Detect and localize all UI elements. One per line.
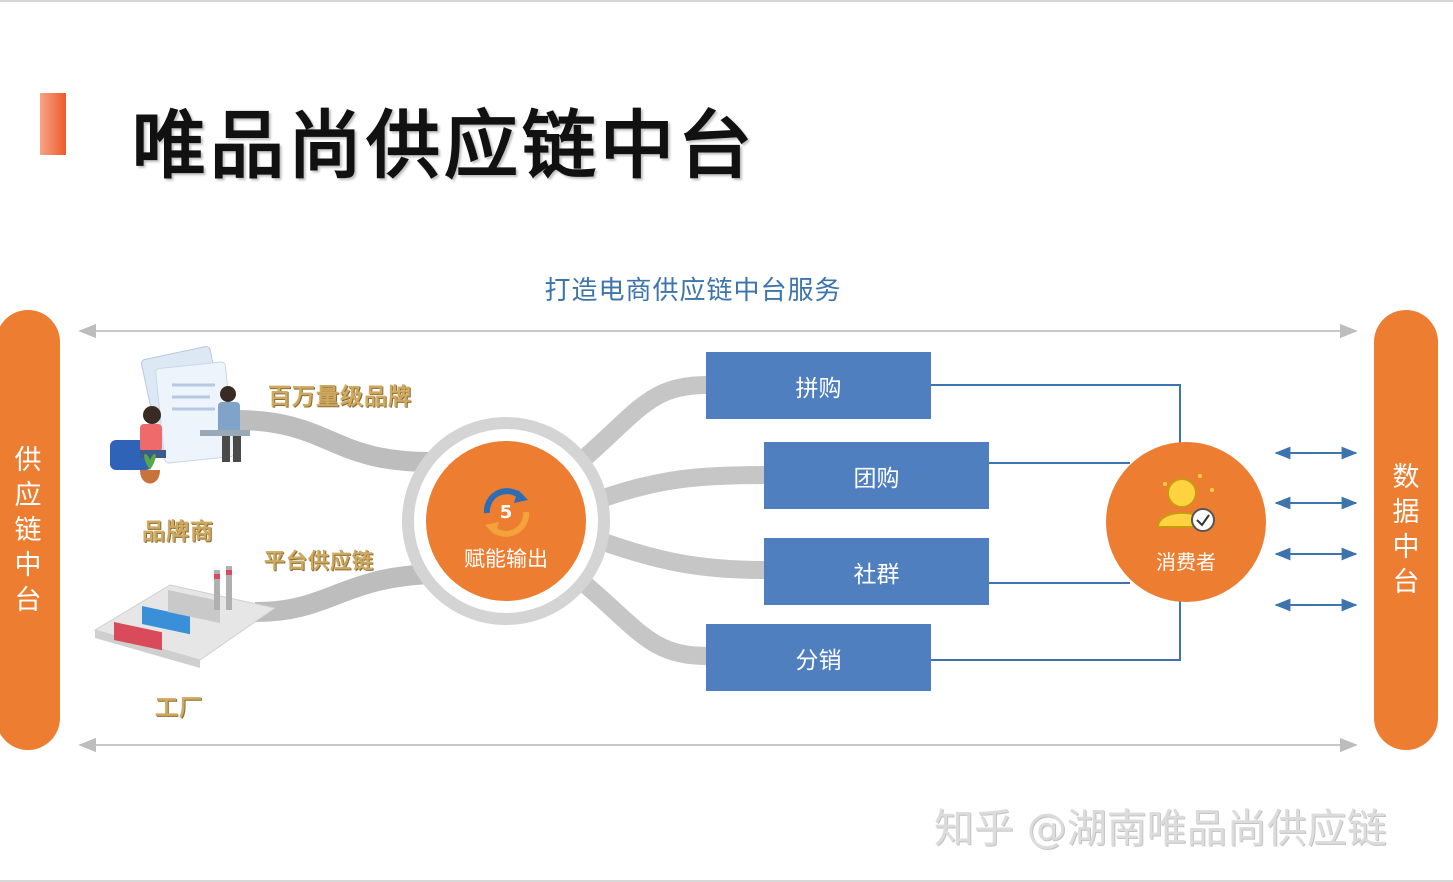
page-title: 唯品尚供应链中台 [132, 103, 756, 189]
refresh-arrows-icon: 5 [483, 488, 530, 537]
ribbon-to-fenxiao [574, 573, 709, 665]
right-pillar-label: 数据中台 [1392, 462, 1420, 598]
line-fenxiao-consumer [930, 590, 1181, 661]
factory-ribbon [254, 564, 431, 622]
ribbon-to-shequn [594, 531, 767, 579]
channel-label: 社群 [853, 561, 900, 588]
channel-box-shequn: 社群 [764, 538, 989, 605]
bottom-border [0, 880, 1453, 882]
watermark: 知乎 @湖南唯品尚供应链 [934, 806, 1387, 852]
consumer-label: 消费者 [1156, 550, 1216, 574]
factory-illustration [93, 566, 277, 668]
line-pingou-consumer [930, 384, 1181, 470]
channel-box-tuangou: 团购 [764, 442, 989, 509]
brand-merchant-illustration [110, 346, 250, 484]
channel-label: 团购 [853, 465, 900, 492]
diagram-subtitle: 打造电商供应链中台服务 [544, 276, 842, 306]
left-pillar-label: 供应链中台 [14, 444, 42, 616]
platform-supply-chain-label: 平台供应链 [264, 549, 374, 573]
brand-count-label: 百万量级品牌 [268, 384, 412, 410]
brand-ribbon [234, 410, 431, 472]
supply-chain-platform-pillar: 供应链中台 [0, 310, 60, 750]
user-check-icon [1156, 474, 1215, 532]
channel-label: 拼购 [795, 375, 842, 402]
svg-text:5: 5 [500, 502, 513, 523]
title-accent-bar [40, 93, 66, 155]
channel-label: 分销 [795, 647, 842, 674]
channel-box-pingou: 拼购 [706, 352, 931, 419]
factory-label: 工厂 [155, 695, 203, 721]
hub-circle [426, 441, 586, 601]
channel-box-fenxiao: 分销 [706, 624, 931, 691]
data-platform-pillar: 数据中台 [1374, 310, 1438, 750]
ribbon-to-tuangou [594, 466, 767, 509]
top-border [0, 0, 1453, 2]
brand-merchant-label: 品牌商 [142, 519, 214, 545]
ribbon-to-pingou [574, 376, 709, 469]
hub-label: 赋能输出 [464, 547, 548, 571]
